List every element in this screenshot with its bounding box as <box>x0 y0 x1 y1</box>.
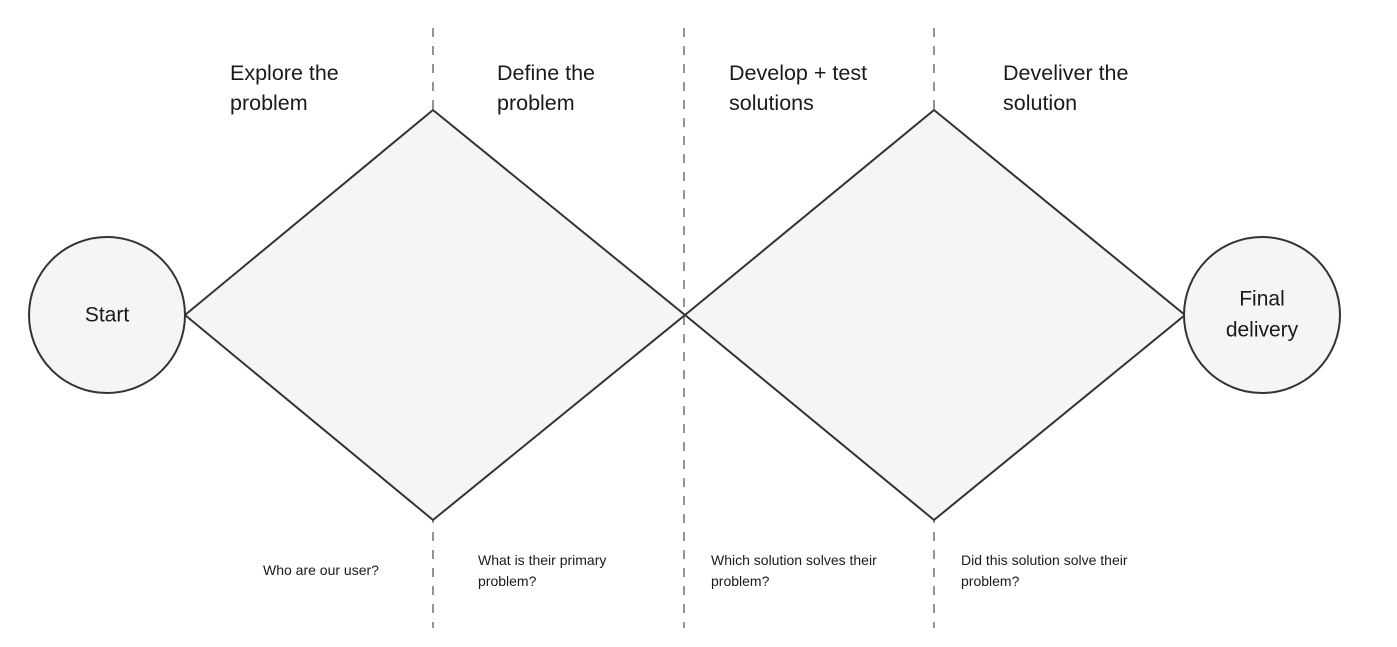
start-node <box>28 236 186 394</box>
phase-header-explore: Explore the problem <box>230 61 339 115</box>
phase-caption-define: What is their primary problem? <box>478 552 607 589</box>
phase-caption-deliver: Did this solution solve their problem? <box>961 552 1128 589</box>
phase-header-deliver: Develiver the solution <box>1003 61 1129 115</box>
phase-header-develop: Develop + test solutions <box>729 61 868 115</box>
start-node-label: Start <box>85 304 130 327</box>
final-delivery-node-label-line1: Final <box>1239 288 1285 311</box>
phase-header-define: Define the problem <box>497 61 596 115</box>
final-delivery-node-label-line2: delivery <box>1226 319 1299 342</box>
discover-define-diamond <box>183 108 687 522</box>
develop-deliver-diamond <box>683 108 1187 522</box>
phase-caption-explore: Who are our user? <box>263 562 379 578</box>
phase-caption-develop: Which solution solves their problem? <box>711 552 877 589</box>
final-delivery-node <box>1183 236 1341 394</box>
